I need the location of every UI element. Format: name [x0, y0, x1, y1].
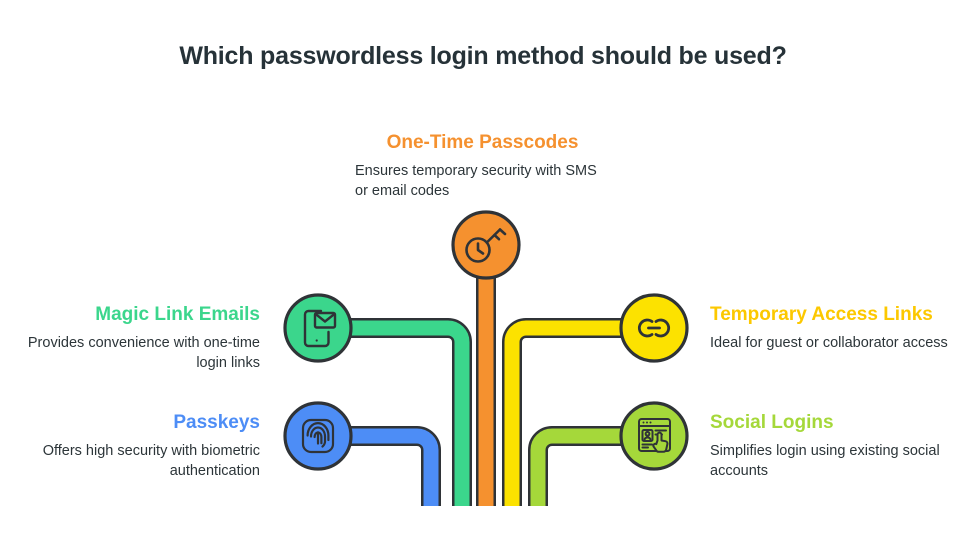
pipe-social-logins-fill	[530, 428, 654, 506]
node-description-one-time-passcodes: Ensures temporary security with SMS or e…	[355, 163, 597, 199]
node-one-time-passcodes[interactable]	[451, 210, 521, 280]
pipe-passkeys-fill	[318, 428, 439, 506]
node-heading-magic-link-emails: Magic Link Emails	[95, 304, 260, 325]
node-label-temporary-access-links: Temporary Access Links Ideal for guest o…	[710, 303, 955, 353]
node-heading-temporary-access-links: Temporary Access Links	[710, 304, 933, 325]
page-title: Which passwordless login method should b…	[179, 42, 787, 70]
node-description-passkeys: Offers high security with biometric auth…	[42, 443, 260, 479]
phone-envelope-icon	[303, 309, 337, 348]
node-passkeys[interactable]	[283, 401, 353, 471]
chain-link-icon	[638, 318, 670, 338]
node-description-social-logins: Simplifies login using existing social a…	[710, 443, 940, 479]
node-heading-passkeys: Passkeys	[173, 412, 260, 433]
node-description-magic-link-emails: Provides convenience with one-time login…	[27, 335, 260, 371]
node-label-one-time-passcodes: One-Time Passcodes Ensures temporary sec…	[355, 131, 610, 201]
node-label-magic-link-emails: Magic Link Emails Provides convenience w…	[20, 303, 260, 373]
browser-profile-hand-icon	[638, 418, 671, 453]
node-label-social-logins: Social Logins Simplifies login using exi…	[710, 411, 955, 481]
node-circle-one-time-passcodes	[451, 210, 521, 280]
node-temporary-access-links[interactable]	[619, 293, 689, 363]
pipe-magic-link-fill	[318, 320, 470, 506]
node-label-passkeys: Passkeys Offers high security with biome…	[20, 411, 260, 481]
node-circle-social-logins	[619, 401, 689, 471]
pipe-temporary-access-fill	[504, 320, 654, 506]
pipe-group	[318, 245, 654, 506]
node-description-temporary-access-links: Ideal for guest or collaborator access	[710, 335, 948, 351]
clock-key-icon	[465, 228, 507, 263]
fingerprint-icon	[301, 418, 335, 454]
node-heading-one-time-passcodes: One-Time Passcodes	[386, 132, 579, 153]
node-social-logins[interactable]	[619, 401, 689, 471]
node-magic-link-emails[interactable]	[283, 293, 353, 363]
node-heading-social-logins: Social Logins	[710, 412, 834, 433]
